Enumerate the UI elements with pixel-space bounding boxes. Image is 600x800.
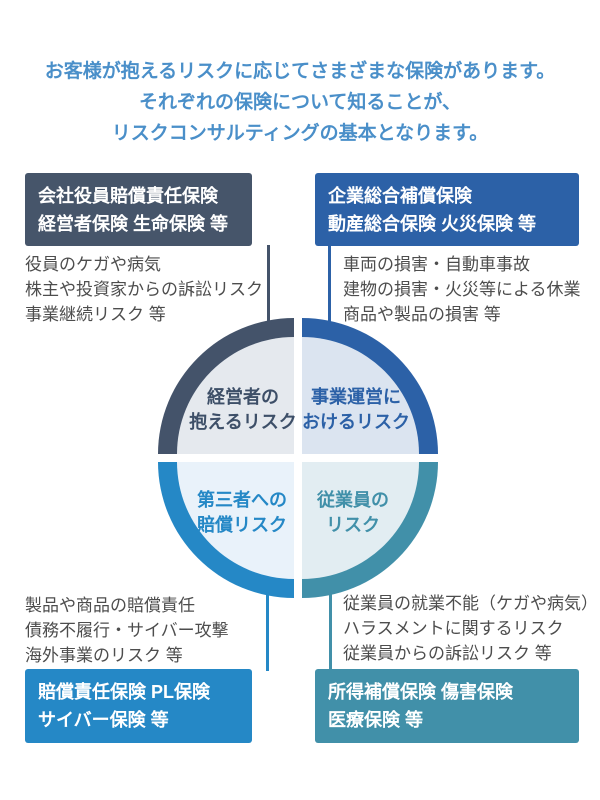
risk-list-employee: 従業員の就業不能（ケガや病気） ハラスメントに関するリスク 従業員からの訴訟リス…	[343, 591, 598, 666]
quadrant-fill	[177, 337, 294, 454]
insurance-box-line: 動産総合保険 火災保険 等	[328, 213, 537, 234]
risk-list-business-operation: 車両の損害・自動車事故 建物の損害・火災等による休業 商品や製品の損害 等	[343, 252, 581, 327]
quadrant-fill	[302, 337, 419, 454]
insurance-box-line: 所得補償保険 傷害保険	[328, 682, 513, 702]
risk-circle-graphic	[158, 318, 438, 598]
risk-item: 株主や投資家からの訴訟リスク	[25, 280, 263, 299]
risk-item: 建物の損害・火災等による休業	[343, 280, 581, 299]
risk-item: 海外事業のリスク 等	[25, 646, 183, 665]
circle-label-line: 第三者への	[197, 490, 287, 510]
circle-label-line: 従業員の	[317, 490, 389, 510]
connector-top-left	[267, 245, 270, 330]
insurance-box-line: サイバー保険 等	[38, 710, 169, 730]
risk-item: ハラスメントに関するリスク	[343, 619, 564, 638]
page-title-line-3: リスクコンサルティングの基本となります。	[111, 123, 489, 144]
circle-label-business-operation: 事業運営に おけるリスク	[302, 385, 410, 435]
risk-item: 債務不履行・サイバー攻撃	[25, 621, 229, 640]
insurance-box-line: 賠償責任保険 PL保険	[38, 682, 211, 702]
insurance-box-line: 経営者保険 生命保険 等	[38, 213, 229, 234]
insurance-box-employee: 所得補償保険 傷害保険 医療保険 等	[315, 669, 579, 743]
risk-item: 車両の損害・自動車事故	[343, 255, 530, 274]
page-title: お客様が抱えるリスクに応じてさまざまな保険があります。 それぞれの保険について知…	[0, 56, 600, 149]
insurance-box-liability: 賠償責任保険 PL保険 サイバー保険 等	[25, 669, 252, 743]
risk-item: 従業員からの訴訟リスク 等	[343, 644, 552, 663]
circle-label-employee: 従業員の リスク	[317, 488, 389, 538]
page-title-line-2: それぞれの保険について知ることが、	[138, 92, 462, 113]
connector-bottom-left	[266, 583, 269, 671]
circle-quadrant-bottom-right	[302, 462, 438, 598]
circle-label-liability: 第三者への 賠償リスク	[197, 488, 287, 538]
insurance-box-line: 医療保険 等	[328, 710, 424, 730]
insurance-box-management: 会社役員賠償責任保険 経営者保険 生命保険 等	[25, 173, 252, 246]
risk-item: 従業員の就業不能（ケガや病気）	[343, 594, 598, 613]
circle-label-line: おけるリスク	[302, 412, 410, 432]
circle-label-line: 抱えるリスク	[189, 412, 297, 432]
risk-item: 役員のケガや病気	[25, 255, 161, 274]
risk-circle: 経営者の 抱えるリスク 事業運営に おけるリスク 第三者への 賠償リスク 従業員…	[153, 313, 443, 603]
insurance-box-business-operation: 企業総合補償保険 動産総合保険 火災保険 等	[315, 173, 579, 246]
connector-bottom-right	[329, 583, 332, 671]
circle-quadrant-bottom-left	[158, 462, 294, 598]
circle-label-management: 経営者の 抱えるリスク	[189, 385, 296, 435]
risk-list-management: 役員のケガや病気 株主や投資家からの訴訟リスク 事業継続リスク 等	[25, 252, 263, 327]
risk-item: 商品や製品の損害 等	[343, 305, 501, 324]
circle-label-line: 事業運営に	[311, 387, 401, 407]
circle-label-line: 経営者の	[207, 387, 279, 407]
circle-quadrant-top-left	[158, 318, 294, 454]
insurance-box-line: 会社役員賠償責任保険	[38, 185, 218, 206]
quadrant-fill	[177, 462, 294, 579]
risk-list-liability: 製品や商品の賠償責任 債務不履行・サイバー攻撃 海外事業のリスク 等	[25, 593, 229, 668]
insurance-box-line: 企業総合補償保険	[328, 185, 472, 206]
page-title-line-1: お客様が抱えるリスクに応じてさまざまな保険があります。	[44, 61, 556, 82]
circle-label-line: リスク	[326, 515, 380, 535]
circle-label-line: 賠償リスク	[197, 515, 287, 535]
circle-quadrant-top-right	[302, 318, 438, 454]
quadrant-fill	[302, 462, 419, 579]
connector-top-right	[328, 245, 331, 330]
risk-item: 事業継続リスク 等	[25, 305, 166, 324]
risk-item: 製品や商品の賠償責任	[25, 596, 195, 615]
